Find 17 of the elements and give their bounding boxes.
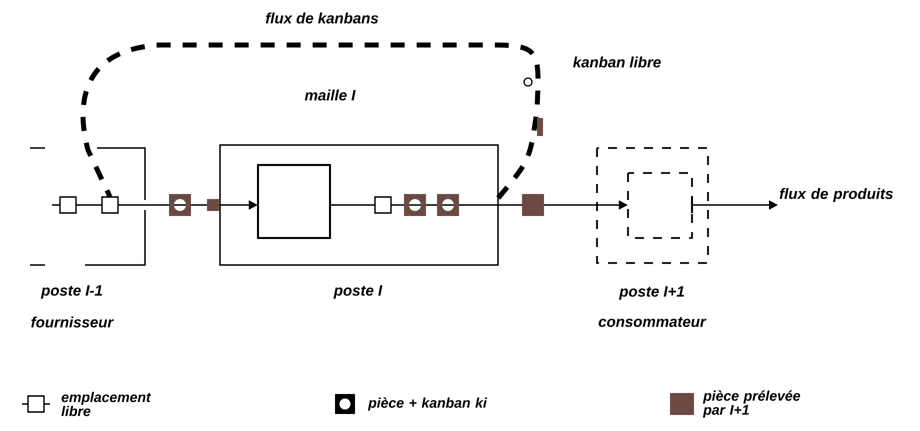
station-box: poste I <box>219 144 499 299</box>
legend-text: pièce prélevée par I+1 <box>702 390 800 418</box>
dashed-box <box>627 172 693 239</box>
node-label: poste I+1 <box>618 286 684 300</box>
edge-label: flux de kanbans <box>266 12 378 24</box>
legend-text: emplacement libre <box>61 392 152 416</box>
slot-icon <box>101 196 119 214</box>
node-label: consommateur <box>598 317 706 327</box>
station-box: poste I-1 fournisseur <box>29 147 146 328</box>
legend-text: pièce + kanban ki <box>368 397 488 411</box>
station-box: poste I+1 consommateur <box>596 147 709 327</box>
node-label: poste I <box>334 285 382 299</box>
slot-icon <box>59 196 77 214</box>
text-label: flux de produits <box>780 188 893 202</box>
machine-box <box>257 164 331 239</box>
text-label: maille I <box>304 90 356 100</box>
text-label: kanban libre <box>573 56 661 68</box>
